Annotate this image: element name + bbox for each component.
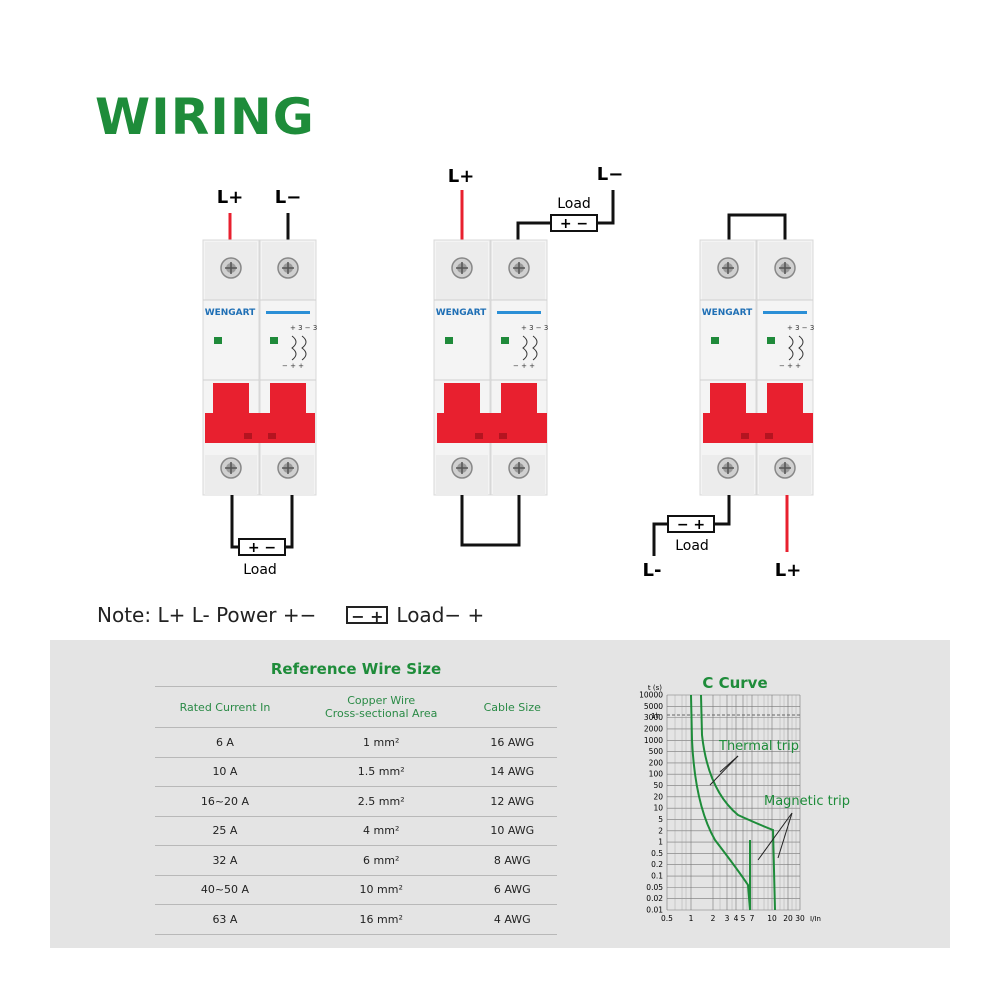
svg-text:− + +: − + + [513,362,535,370]
x-tick-label: 10 [767,914,777,923]
thermal-lower-curve [690,694,751,911]
svg-text:+ 3 − 3: + 3 − 3 [787,324,814,332]
y-tick-label: 0.1 [651,872,663,881]
y-tick-label: 50 [653,781,663,790]
svg-text:− + +: − + + [282,362,304,370]
y-tick-label: 100 [649,770,664,779]
y-tick-label: 200 [649,758,664,767]
label-l-plus: L+ [775,560,802,581]
wire-size-table: Rated Current In Copper Wire Cross-secti… [155,686,557,935]
note-prefix: Note: L+ L- Power +− [97,603,317,627]
y-tick-label: 5000 [644,702,663,711]
jumper-wire [727,213,787,242]
load-symbol: − + [346,606,389,625]
y-tick-label: 20 [653,792,663,801]
thermal-trip-label: Thermal trip [718,739,799,754]
one-hour-label: 1h [651,712,660,720]
y-tick-label: 10000 [639,691,663,700]
y-tick-label: 0.02 [646,894,663,903]
x-tick-label: 7 [750,914,755,923]
y-tick-label: 5 [658,815,663,824]
x-tick-label: 30 [795,914,805,923]
svg-text:+ 3 − 3: + 3 − 3 [290,324,317,332]
x-tick-label: 2 [711,914,716,923]
svg-text:+ −: + − [560,216,588,232]
svg-text:+ 3 − 3: + 3 − 3 [521,324,548,332]
brand-label: WENGART [436,308,487,318]
y-tick-label: 500 [649,747,664,756]
label-l-minus: L− [597,164,624,185]
table-title: Reference Wire Size [270,660,442,678]
y-tick-label: 0.01 [646,906,663,915]
brand-label: WENGART [205,308,256,318]
x-tick-label: 3 [725,914,730,923]
x-tick-label: 1 [689,914,694,923]
label-l-plus: L+ [217,187,244,208]
svg-text:− + +: − + + [779,362,801,370]
wiring-diagram: L+ L− WENGART + 3 − 3 − + + + − Load L+ … [202,164,814,581]
x-tick-label: 20 [783,914,793,923]
column-header: Rated Current In [155,686,295,728]
breaker-1: L+ L− WENGART + 3 − 3 − + + + − Load [202,187,317,578]
y-tick-label: 1 [658,838,663,847]
y-tick-label: 3000 [644,713,663,722]
load-symbol [238,538,286,556]
y-tick-label: 0.05 [646,883,663,892]
brand-label: WENGART [702,308,753,318]
y-tick-label: 10 [653,804,663,813]
note-suffix: Load− + [396,603,485,627]
column-header: Copper Wire Cross-sectional Area [294,686,468,728]
label-l-plus: L+ [448,166,475,187]
column-header: Cable Size [467,686,557,728]
c-curve-chart: C Curve t (s) I/In 100005000300020001000… [639,674,850,923]
jumper-wire [460,495,521,547]
svg-text:− +: − + [677,517,705,533]
magnetic-trip-label: Magnetic trip [764,794,850,809]
thermal-upper-curve [700,694,776,911]
x-tick-label: 4 [734,914,739,923]
page-title: WIRING [95,88,315,146]
toggle-bar [205,413,315,443]
y-tick-label: 2 [658,826,663,835]
y-tick-labels: 10000 5000 3000 2000 1000 500 200 100 50 20 10 5 2 1 0… [639,691,663,915]
y-tick-label: 0.2 [651,860,663,869]
y-axis-unit: t (s) [648,684,662,692]
label-l-minus: L- [643,560,662,581]
load-symbol [550,214,598,232]
breaker-2: L+ + − Load L− WENGART + 3 − 3 − + + [433,164,624,547]
y-tick-label: 1000 [644,736,663,745]
toggle-lever [213,383,249,415]
curve-grid [666,694,801,911]
y-tick-label: 0.5 [651,849,663,858]
x-axis-unit: I/In [810,915,821,923]
table-header-row: Rated Current In Copper Wire Cross-secti… [155,686,557,728]
label-l-minus: L− [275,187,302,208]
load-label: Load [243,562,277,578]
x-tick-label: 5 [741,914,746,923]
legend-note: Note: L+ L- Power +− − + Load− + [97,603,484,627]
curve-title: C Curve [702,674,767,692]
status-indicator [214,337,222,344]
y-tick-label: 2000 [644,724,663,733]
svg-text:+ −: + − [248,540,276,556]
load-label: Load [557,196,591,212]
load-label: Load [675,538,709,554]
load-symbol [667,515,715,533]
breaker-3: WENGART + 3 − 3 − + + − + Load L- L+ [643,213,814,581]
x-tick-label: 0.5 [661,914,673,923]
